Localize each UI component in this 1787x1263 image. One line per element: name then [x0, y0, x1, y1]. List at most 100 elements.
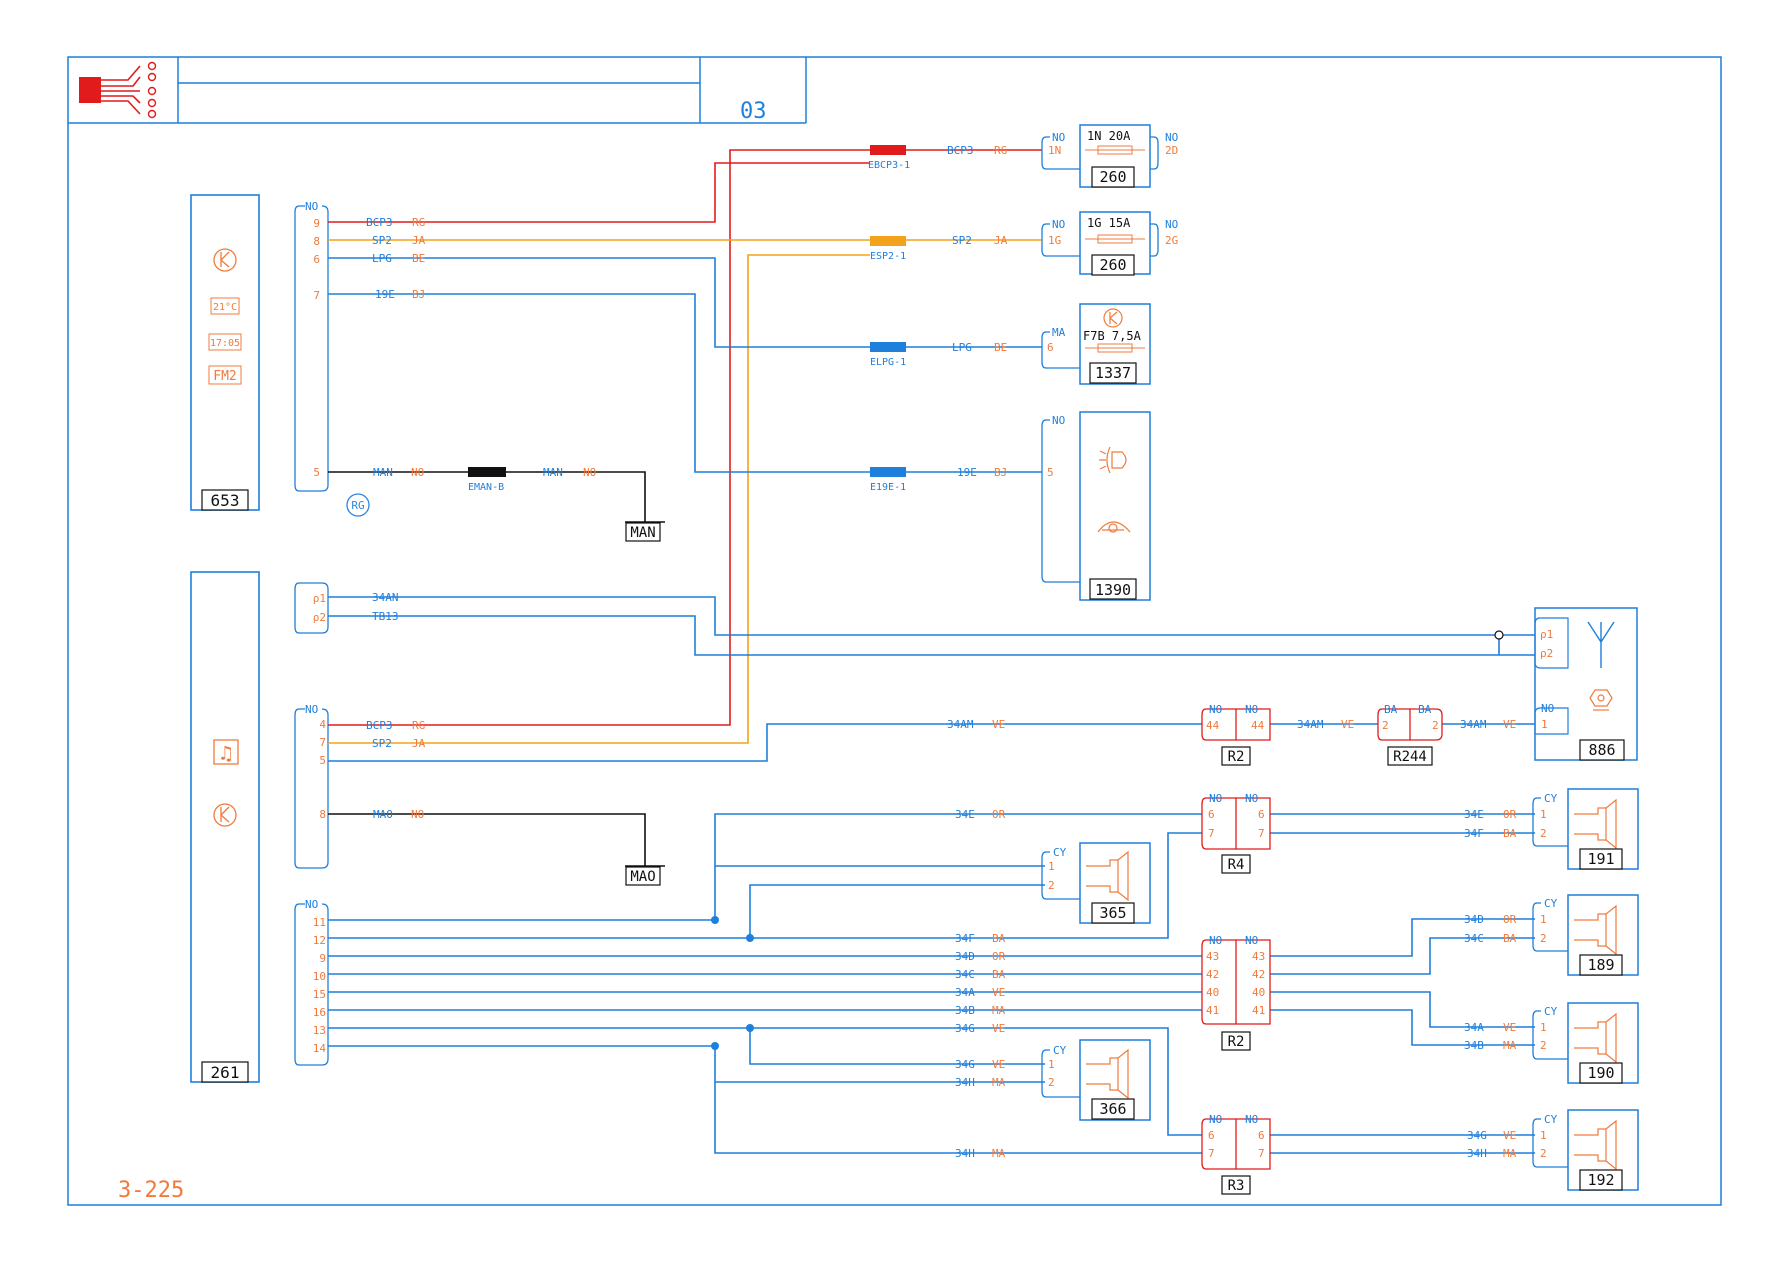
diagram-path [1106, 446, 1111, 474]
diagram-g [147, 61, 157, 119]
label-wires-man_no-code: MAN [543, 466, 563, 479]
label-components-c1390-pin: 5 [1047, 466, 1054, 479]
label-wires-w34a_ve-code: 34A [1464, 1021, 1484, 1034]
label-components-r244-pin_left: 2 [1382, 719, 1389, 732]
label-wires-w34f_ba-color: BA [992, 932, 1006, 945]
inline-connector-r2-mid: NO NO 43 42 40 41 43 42 40 41 R2 [1201, 934, 1271, 1051]
component-261-label: 261 [211, 1063, 240, 1082]
label-components-r2_top-conn_right: NO [1245, 703, 1258, 716]
diagram-path [1589, 689, 1613, 707]
diagram-circle [147, 61, 157, 71]
label-connectors-c653_conn-pins-4: 5 [313, 466, 320, 479]
diagram-rect [201, 489, 249, 511]
label-wires-w34d_or-code: 34D [1464, 913, 1484, 926]
diagram-rect [1221, 1175, 1251, 1195]
label-components-speakers-2-id: 191 [1587, 850, 1614, 868]
diagram-circle [346, 493, 370, 517]
label-components-r3-pins_left-1: 7 [1208, 1147, 1215, 1160]
inline-connector-r3: NO NO 6 7 6 7 R3 [1201, 1113, 1271, 1195]
label-wires-w19e_bj-code: 19E [375, 288, 395, 301]
diagram-path [1236, 939, 1271, 1025]
label-components-r3-pins_right-0: 6 [1258, 1129, 1265, 1142]
label-components-c886-id: 886 [1588, 741, 1615, 759]
fuse-1337: MA 6 F7B 7,5A 1337 [1041, 303, 1151, 385]
diagram-path [1605, 904, 1617, 956]
label-wires-lpg_be-code: LPG [952, 341, 972, 354]
speaker-191: CY 1 2 191 [1532, 788, 1639, 870]
label-wires-w34d_or-color: OR [992, 950, 1006, 963]
component-653: 653 21°C 17:05 FM2 [190, 194, 260, 511]
label-connectors-c653_conn-pins-3: 7 [313, 289, 320, 302]
label-components-r4-id: R4 [1228, 857, 1245, 873]
label-components-r2_mid-pins_right-2: 40 [1252, 986, 1265, 999]
label-wires-bcp3_rg-code: BCP3 [366, 719, 393, 732]
label-connectors-c261_speakers-pins-1: 12 [313, 934, 326, 947]
diagram-rect [1091, 254, 1135, 276]
diagram-circle [147, 86, 157, 96]
wire-lpg [328, 257, 870, 348]
label-components-r3-conn_left: NO [1209, 1113, 1222, 1126]
ground-man: MAN [625, 521, 665, 542]
label-wires-w34d_or-color: OR [1503, 913, 1517, 926]
label-wires-w34g_ve-code: 34G [955, 1058, 975, 1071]
label-wires-w34e_or-code: 34E [1464, 808, 1484, 821]
component-1390: NO 5 1390 [1041, 411, 1151, 601]
label-components-r244-pin_right: 2 [1432, 719, 1439, 732]
label-components-r2_mid-pins_left-1: 42 [1206, 968, 1219, 981]
inline-connector-r2-top: NO NO 44 44 R2 [1201, 703, 1271, 766]
diagram-rect [1221, 746, 1251, 766]
diagram-path [1587, 621, 1615, 668]
diagram-path [1201, 797, 1237, 850]
diagram-path [294, 903, 329, 1066]
label-wires-w34a_ve-color: VE [992, 986, 1005, 999]
label-wires-w34e_or-color: OR [992, 808, 1006, 821]
label-components-f260b-pin_out: 2G [1165, 234, 1178, 247]
diagram-path [294, 205, 329, 492]
diagram-rect [208, 333, 242, 351]
diagram-path [1574, 913, 1607, 947]
diagram-g [101, 65, 141, 115]
label-connectors-c653_conn-name: NO [305, 200, 318, 213]
label-wires-w34c_ba-color: BA [1503, 932, 1517, 945]
diagram-rect [190, 571, 260, 1083]
k-circle-icon [213, 803, 237, 827]
label-wires-w34h_ma-color: MA [992, 1076, 1006, 1089]
label-wires-lpg_be-code: LPG [372, 252, 392, 265]
label-connectors-c261_speakers-pins-7: 14 [313, 1042, 327, 1055]
diagram-path [1534, 707, 1569, 735]
label-components-r2_mid-pins_left-2: 40 [1206, 986, 1219, 999]
diagram-path [1236, 797, 1271, 850]
label-wires-w34g_ve-color: VE [992, 1022, 1005, 1035]
label-components-r2_mid-conn_right: NO [1245, 934, 1258, 947]
connector-653: NO 9 8 6 7 5 [294, 200, 329, 492]
speaker-icon [1086, 850, 1129, 902]
diagram-rect [208, 365, 242, 385]
diagram-circle [746, 1024, 754, 1032]
diagram-path [1117, 850, 1129, 902]
label-wires-lpg_be-color: BE [412, 252, 425, 265]
diagram-path [1041, 1049, 1080, 1098]
label-wires-w34a_ve-code: 34A [955, 986, 975, 999]
diagram-path [1532, 1010, 1568, 1060]
splice-eman: EMAN-B [468, 482, 504, 493]
label-components-r4-conn_right: NO [1245, 792, 1258, 805]
label-components-f1337-pin: 6 [1047, 341, 1054, 354]
label-connectors-c261_aerial-pins-0: ρ1 [313, 592, 326, 605]
connector-261-speakers: NO 11 12 9 10 15 16 13 14 [294, 898, 329, 1066]
label-wires-man_no-color: NO [411, 466, 424, 479]
label-components-r2_mid-id: R2 [1228, 1034, 1245, 1050]
label-connectors-c261_power-pins-2: 5 [319, 754, 326, 767]
label-wires-w34g_ve-code: 34G [955, 1022, 975, 1035]
label-wires-w34h_ma-color: MA [1503, 1147, 1517, 1160]
k-circle-icon [213, 248, 237, 272]
diagram-rect [625, 522, 661, 542]
label-components-f1337-label: F7B 7,5A [1083, 329, 1142, 343]
label-wires-bcp3_rg-color: RG [412, 216, 425, 229]
speaker-190: CY 1 2 190 [1532, 1002, 1639, 1084]
label-connectors-c261_speakers-pins-6: 13 [313, 1024, 326, 1037]
shield-junction [1494, 630, 1504, 640]
wire-34an [328, 596, 1535, 636]
diagram-rect [1079, 303, 1151, 385]
label-wires-w34g_ve-color: VE [1503, 1129, 1516, 1142]
diagram-path [1041, 223, 1080, 257]
